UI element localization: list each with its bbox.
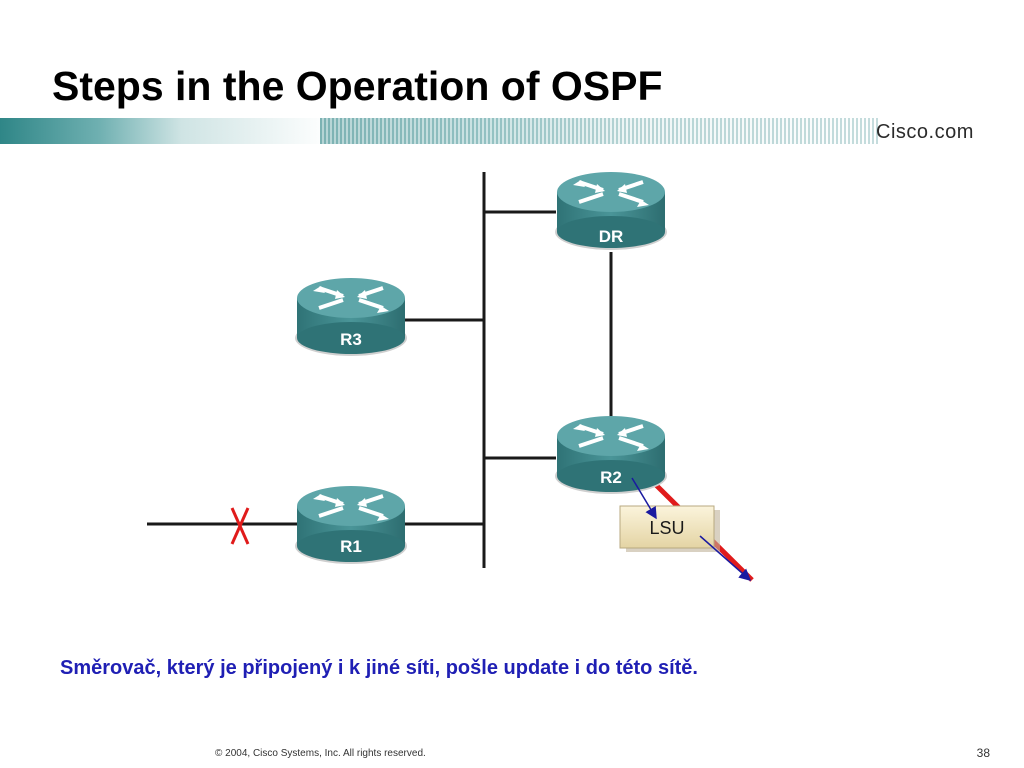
router-label: R3 [340, 330, 362, 349]
lsu-packet: LSU [619, 505, 720, 552]
flow-arrow-out [699, 535, 752, 581]
failed-link-x-icon [230, 507, 250, 545]
router-dr: DR [553, 170, 669, 252]
router-r3: R3 [293, 276, 409, 358]
cisco-logo: Cisco.com [876, 121, 974, 143]
slide-caption: Směrovač, který je připojený i k jiné sí… [60, 657, 698, 679]
page-number: 38 [976, 746, 990, 760]
router-label: R2 [600, 468, 622, 487]
router-label: R1 [340, 537, 362, 556]
flow-arrow-in [631, 477, 657, 520]
slide-title: Steps in the Operation of OSPF [52, 63, 663, 109]
header-bar [0, 118, 880, 144]
lsu-label: LSU [649, 518, 684, 538]
router-r1: R1 [293, 484, 409, 566]
router-label: DR [599, 227, 624, 246]
router-r2: R2 [553, 414, 669, 496]
copyright-notice: © 2004, Cisco Systems, Inc. All rights r… [215, 748, 426, 759]
